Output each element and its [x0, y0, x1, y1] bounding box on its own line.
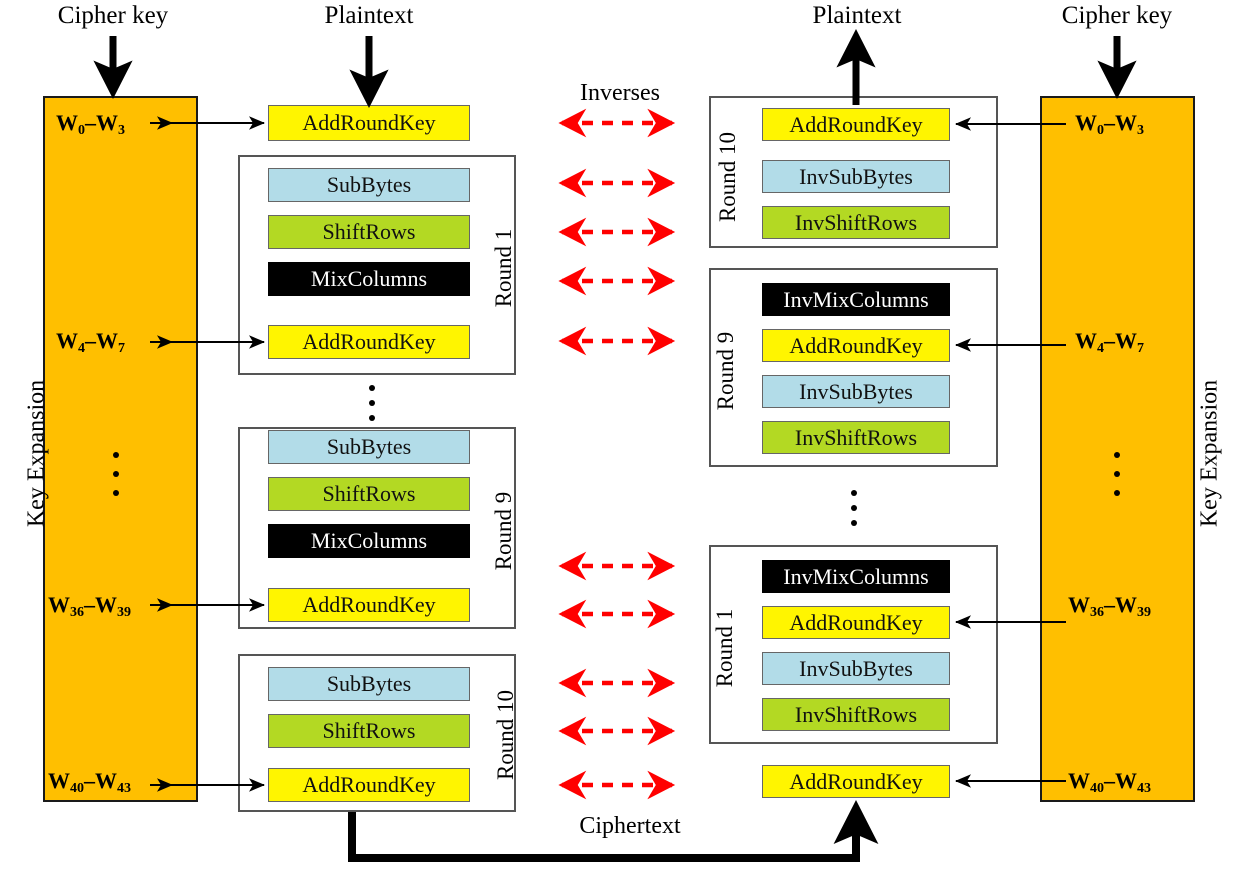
label-ciphertext: Ciphertext	[579, 813, 681, 839]
word-label-left-w40-w43: W40–W43	[48, 768, 131, 796]
dec-round-9-invmixcolumns[interactable]: InvMixColumns	[762, 283, 950, 316]
vertical-ellipsis-dec-rounds	[851, 490, 857, 526]
dec-round-9-box	[709, 268, 998, 467]
dec-round-10-invshiftrows[interactable]: InvShiftRows	[762, 206, 950, 239]
dec-round-1-label: Round 1	[712, 608, 737, 688]
word-label-left-w0-w3: W0–W3	[56, 110, 125, 138]
key-expansion-column-left	[43, 96, 198, 802]
enc-round-9-subbytes[interactable]: SubBytes	[268, 430, 470, 464]
word-label-left-w4-w7: W4–W7	[56, 328, 125, 356]
dec-final-addroundkey[interactable]: AddRoundKey	[762, 765, 950, 798]
dec-round-1-box	[709, 545, 998, 744]
enc-round-1-mixcolumns[interactable]: MixColumns	[268, 262, 470, 296]
enc-round-10-label: Round 10	[493, 689, 518, 781]
dec-round-10-addroundkey[interactable]: AddRoundKey	[762, 108, 950, 141]
enc-round-1-box	[238, 155, 516, 375]
enc-initial-addroundkey[interactable]: AddRoundKey	[268, 105, 470, 141]
dec-round-9-invsubbytes[interactable]: InvSubBytes	[762, 375, 950, 408]
enc-round-9-mixcolumns[interactable]: MixColumns	[268, 524, 470, 558]
enc-round-9-label: Round 9	[491, 491, 516, 571]
dec-round-1-invsubbytes[interactable]: InvSubBytes	[762, 652, 950, 685]
key-expansion-label-right: Key Expansion	[1196, 379, 1223, 528]
label-cipher-key-left: Cipher key	[57, 2, 169, 29]
label-plaintext-left: Plaintext	[324, 2, 414, 29]
key-expansion-label-left: Key Expansion	[23, 379, 50, 528]
enc-round-1-label: Round 1	[491, 228, 516, 308]
word-label-right-w36-w39: W36–W39	[1068, 592, 1151, 620]
label-cipher-key-right: Cipher key	[1061, 2, 1173, 29]
enc-round-9-addroundkey[interactable]: AddRoundKey	[268, 588, 470, 622]
dec-round-1-addroundkey[interactable]: AddRoundKey	[762, 606, 950, 639]
enc-round-10-addroundkey[interactable]: AddRoundKey	[268, 768, 470, 802]
word-label-right-w0-w3: W0–W3	[1075, 110, 1144, 138]
word-label-right-w4-w7: W4–W7	[1075, 328, 1144, 356]
word-label-right-w40-w43: W40–W43	[1068, 768, 1151, 796]
dec-round-9-addroundkey[interactable]: AddRoundKey	[762, 329, 950, 362]
enc-round-1-addroundkey[interactable]: AddRoundKey	[268, 325, 470, 359]
label-inverses: Inverses	[580, 80, 660, 106]
enc-round-9-shiftrows[interactable]: ShiftRows	[268, 477, 470, 511]
dec-round-10-invsubbytes[interactable]: InvSubBytes	[762, 160, 950, 193]
dec-round-9-label: Round 9	[713, 331, 738, 411]
dec-round-1-invshiftrows[interactable]: InvShiftRows	[762, 698, 950, 731]
vertical-ellipsis-key-right	[1114, 452, 1120, 496]
label-plaintext-right: Plaintext	[812, 2, 902, 29]
vertical-ellipsis-key-left	[113, 452, 119, 496]
dec-round-1-invmixcolumns[interactable]: InvMixColumns	[762, 560, 950, 593]
enc-round-10-shiftrows[interactable]: ShiftRows	[268, 714, 470, 748]
word-label-left-w36-w39: W36–W39	[48, 592, 131, 620]
dec-round-9-invshiftrows[interactable]: InvShiftRows	[762, 421, 950, 454]
dec-round-10-label: Round 10	[715, 131, 740, 223]
enc-round-1-shiftrows[interactable]: ShiftRows	[268, 215, 470, 249]
enc-round-10-subbytes[interactable]: SubBytes	[268, 667, 470, 701]
inverse-arrows	[558, 108, 676, 800]
enc-round-1-subbytes[interactable]: SubBytes	[268, 168, 470, 202]
vertical-ellipsis-enc-rounds	[369, 385, 375, 421]
key-expansion-column-right	[1040, 96, 1195, 802]
enc-round-9-box	[238, 427, 516, 629]
